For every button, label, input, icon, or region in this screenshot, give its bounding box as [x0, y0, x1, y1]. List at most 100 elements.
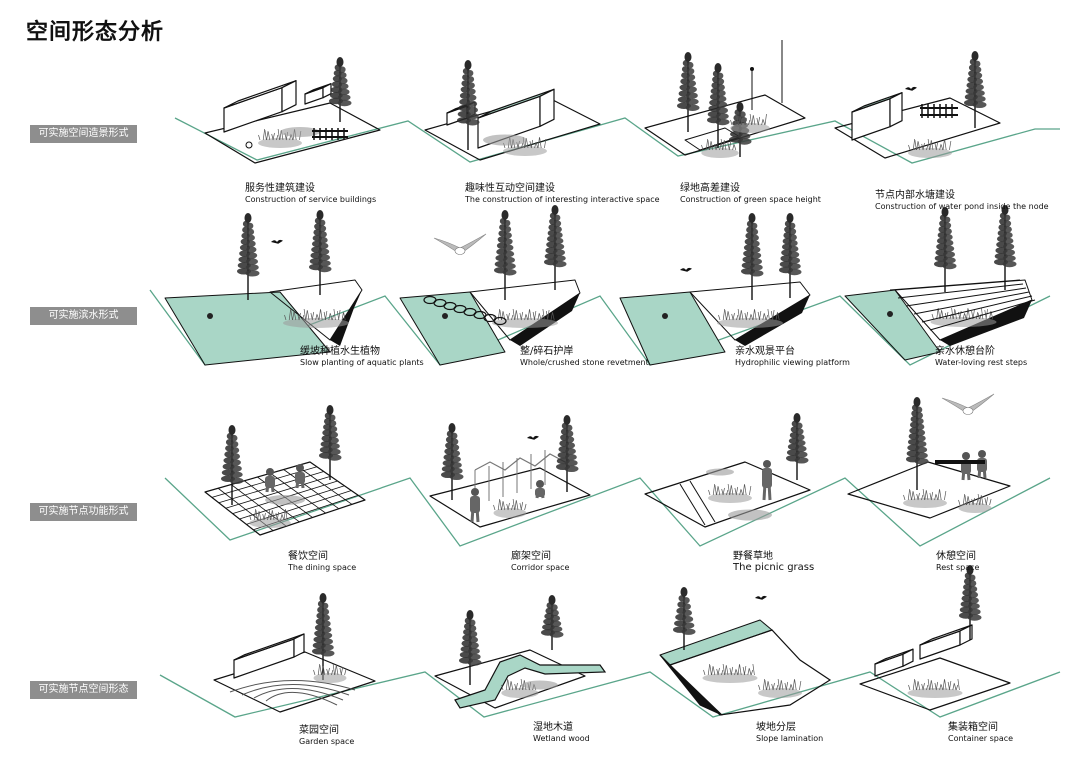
- building-face: [233, 638, 295, 679]
- grass-blade: [701, 144, 704, 151]
- grass-blade: [344, 668, 347, 676]
- grass-blade: [729, 484, 732, 496]
- tree-foliage: [318, 236, 328, 244]
- grass-blade: [529, 140, 532, 149]
- grass-blade: [917, 681, 921, 691]
- grass-blade: [749, 485, 752, 496]
- grass-blade: [767, 681, 771, 691]
- grass-blade: [750, 314, 754, 321]
- tree-foliage: [795, 434, 805, 441]
- grass-blade: [989, 498, 992, 506]
- person-icon: [535, 480, 545, 499]
- tree-foliage: [786, 213, 794, 223]
- tree-foliage: [684, 52, 692, 62]
- grass-blade: [762, 119, 766, 126]
- water-surface: [399, 291, 506, 366]
- tree-foliage: [686, 80, 697, 87]
- grass-blade: [315, 313, 318, 321]
- tree-foliage: [228, 425, 236, 435]
- grass-blade: [940, 144, 944, 151]
- grass-shadow: [701, 148, 739, 158]
- grass-blade: [540, 314, 544, 321]
- tree-foliage: [715, 107, 728, 114]
- person-leg: [265, 481, 270, 493]
- grass-shadow: [758, 688, 802, 698]
- water-surface: [619, 291, 726, 366]
- tree-foliage: [565, 424, 573, 432]
- grass-blade: [727, 483, 730, 496]
- tree-foliage: [548, 595, 556, 605]
- tree-foliage: [750, 222, 758, 230]
- tree-foliage: [565, 442, 576, 449]
- grass-blade: [734, 487, 737, 496]
- grass-blade: [708, 489, 711, 496]
- shadow-patch: [706, 468, 734, 476]
- garden-bed-line: [253, 688, 344, 701]
- tree-foliage: [550, 609, 559, 617]
- grass-blade: [290, 309, 293, 321]
- tree-foliage: [230, 459, 241, 466]
- tree-foliage: [1003, 226, 1012, 233]
- tree-foliage: [550, 620, 562, 627]
- grass-blade: [721, 669, 724, 676]
- crab-icon: [207, 313, 213, 319]
- grass-blade: [510, 681, 514, 691]
- ridge-line-1: [174, 117, 1060, 164]
- person-head: [978, 450, 986, 458]
- tree-foliage: [788, 251, 800, 258]
- tree-icon: [541, 595, 564, 650]
- grass-icon: [249, 508, 291, 528]
- tree-foliage: [738, 111, 746, 118]
- grass-blade: [736, 314, 739, 321]
- grass-blade: [525, 314, 529, 321]
- tree-foliage: [968, 580, 977, 587]
- tree-foliage: [321, 614, 330, 621]
- grass-blade: [743, 118, 746, 126]
- grass-blade: [736, 114, 739, 126]
- tree-foliage: [553, 231, 563, 239]
- grass-blade: [722, 139, 725, 151]
- grass-blade: [514, 499, 517, 511]
- grass-blade: [731, 313, 734, 321]
- grass-shadow: [283, 318, 349, 328]
- grass-blade: [323, 311, 326, 321]
- grass-blade: [331, 669, 334, 676]
- grass-blade: [921, 494, 924, 501]
- tree-foliage: [564, 453, 577, 461]
- tree-foliage: [246, 228, 255, 236]
- grass-blade: [979, 313, 982, 320]
- grass-blade: [336, 310, 340, 321]
- seated-figure: [977, 450, 987, 479]
- grass-blade: [506, 503, 509, 511]
- tree-foliage: [320, 644, 334, 651]
- grid-line: [296, 465, 352, 505]
- grass-blade: [726, 310, 729, 321]
- grass-blade: [762, 678, 766, 691]
- tree-foliage: [787, 263, 801, 270]
- grass-blade: [722, 663, 725, 676]
- tree-foliage: [968, 597, 979, 604]
- tree-foliage: [503, 250, 515, 258]
- grass-blade: [262, 513, 265, 521]
- grass-icon: [701, 138, 739, 158]
- grass-shadow: [493, 508, 527, 518]
- grass-blade: [552, 312, 555, 321]
- grass-blade: [789, 683, 792, 691]
- grass-shadow: [908, 148, 952, 158]
- building-icon: [851, 92, 903, 141]
- tree-foliage: [973, 66, 982, 73]
- tree-foliage: [716, 84, 725, 91]
- grass-blade: [742, 483, 745, 496]
- ground-plate: [859, 657, 1011, 711]
- tree-foliage: [552, 249, 565, 256]
- grass-blade: [762, 312, 765, 321]
- tree-foliage: [246, 222, 254, 230]
- grass-blade: [912, 491, 916, 501]
- grass-blade: [281, 514, 285, 521]
- grass-blade: [283, 508, 286, 521]
- tree-foliage: [1001, 205, 1009, 215]
